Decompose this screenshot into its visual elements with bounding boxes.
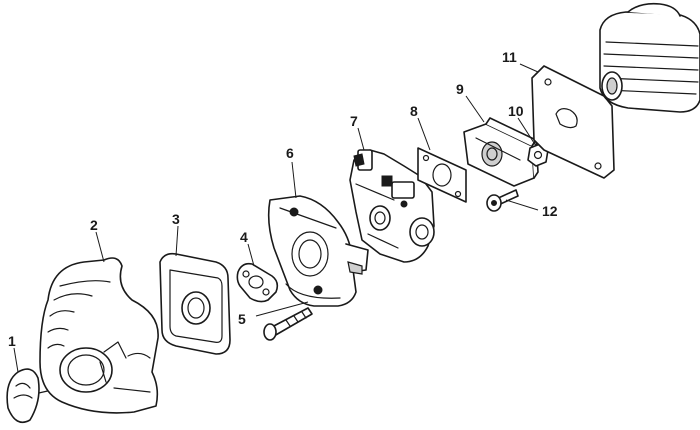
part-1-knob: [6, 368, 53, 424]
part-8-gasket: [417, 147, 467, 203]
callout-9: 9: [456, 81, 464, 97]
part-11-cylinder-gasket: [531, 65, 615, 179]
callout-10: 10: [508, 103, 524, 119]
part-4-spacer: [236, 262, 279, 303]
cylinder: [599, 2, 700, 113]
callout-5: 5: [238, 311, 246, 327]
callout-1: 1: [8, 333, 16, 349]
callout-labels: 1 2 3 4 5 6 7 8 9 10 11 12: [8, 49, 558, 349]
part-2-filter-cover: [39, 257, 159, 414]
callout-12: 12: [542, 203, 558, 219]
part-6-filter-base: [267, 195, 369, 307]
part-12-bolt: [486, 189, 519, 212]
part-9-insulator: [463, 117, 539, 187]
callout-6: 6: [286, 145, 294, 161]
part-5-screw: [263, 307, 313, 341]
callout-8: 8: [410, 103, 418, 119]
callout-7: 7: [350, 113, 358, 129]
leader-lines: [13, 63, 539, 373]
callout-3: 3: [172, 211, 180, 227]
callout-4: 4: [240, 229, 248, 245]
part-3-air-filter: [159, 252, 231, 355]
part-7-carburetor: [349, 149, 435, 263]
callout-2: 2: [90, 217, 98, 233]
callout-11: 11: [502, 49, 517, 65]
